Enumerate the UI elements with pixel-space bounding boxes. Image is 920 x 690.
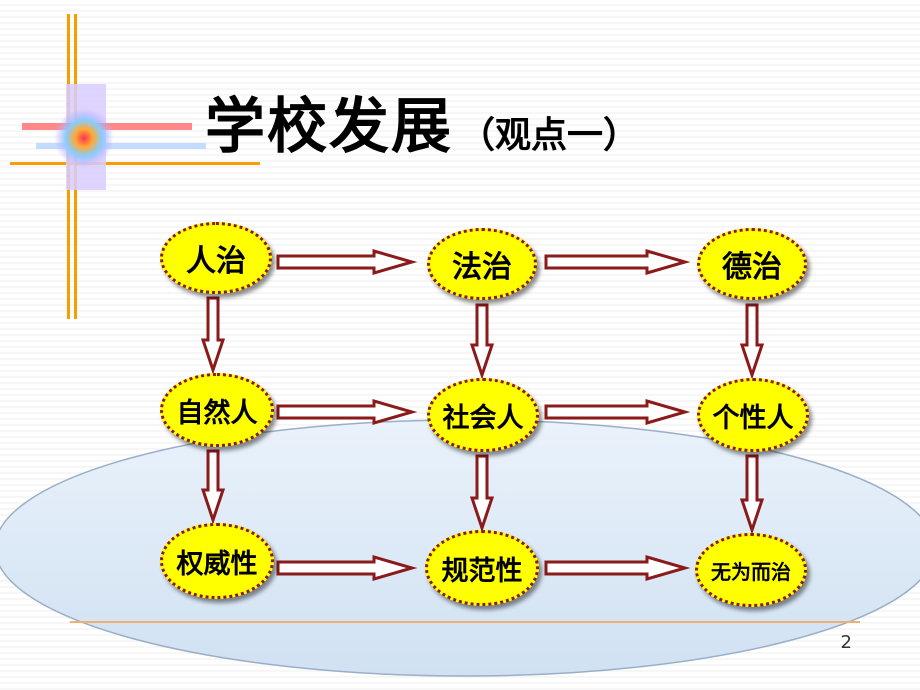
title-subtitle: （观点一） bbox=[459, 115, 640, 156]
arrow-rule-law-to-virtue bbox=[544, 249, 691, 275]
arrow-law-to-social bbox=[469, 303, 495, 380]
gradient-orb bbox=[54, 108, 114, 168]
node-rule-by-virtue: 德治 bbox=[697, 228, 807, 300]
node-authority: 权威性 bbox=[160, 523, 274, 599]
arrow-natural-to-authority bbox=[200, 449, 226, 525]
arrows-group bbox=[200, 249, 765, 581]
arrow-social-to-normativity bbox=[469, 454, 495, 533]
node-rule-by-man: 人治 bbox=[160, 222, 272, 294]
arrow-man-to-natural bbox=[200, 296, 226, 375]
node-normativity: 规范性 bbox=[425, 530, 539, 606]
arrow-individual-to-non-action bbox=[739, 454, 765, 535]
accent-line bbox=[10, 162, 260, 165]
bottom-line bbox=[70, 621, 860, 623]
slide-title: 学校发展（观点一） bbox=[205, 78, 639, 165]
arrow-social-to-individual bbox=[544, 399, 691, 425]
arrow-authority-to-normativity bbox=[276, 555, 418, 581]
node-rule-by-law: 法治 bbox=[427, 228, 537, 300]
page-number: 2 bbox=[840, 632, 852, 653]
node-rule-by-non-action: 无为而治 bbox=[695, 533, 807, 607]
node-social-person: 社会人 bbox=[427, 378, 539, 452]
stripe-blue bbox=[36, 143, 206, 149]
node-natural-person: 自然人 bbox=[160, 373, 274, 447]
title-main: 学校发展 bbox=[205, 92, 453, 162]
node-individual-person: 个性人 bbox=[697, 378, 809, 452]
arrow-rule-man-to-law bbox=[276, 249, 418, 275]
arrow-normativity-to-non-action bbox=[544, 555, 691, 581]
arrow-natural-to-social bbox=[276, 399, 418, 425]
arrow-virtue-to-individual bbox=[739, 303, 765, 380]
